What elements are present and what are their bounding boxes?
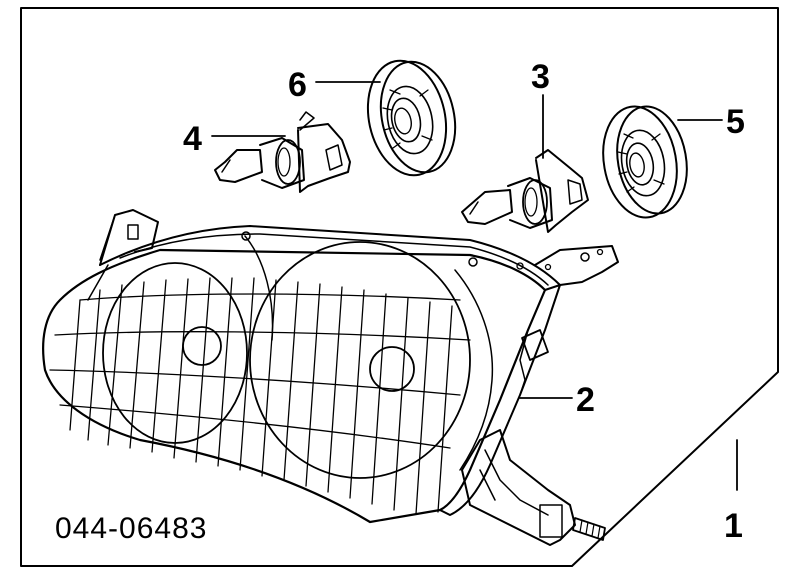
- lens-grid: [49, 277, 471, 515]
- housing-top-rim: [99, 225, 561, 286]
- low-beam-cap: [366, 59, 457, 177]
- callout-4: 4: [183, 120, 202, 158]
- bulb-socket-left: [182, 326, 222, 366]
- callout-2: 2: [576, 381, 595, 419]
- reflector-right: [249, 241, 471, 479]
- headlamp-housing: [42, 209, 619, 546]
- lens-outline: [42, 248, 547, 524]
- diagram-frame: [20, 7, 779, 567]
- reflector-left: [102, 262, 248, 444]
- lower-bracket: [461, 429, 576, 546]
- callout-5: 5: [726, 103, 745, 141]
- high-beam-bulb: [461, 149, 589, 233]
- bulb-socket-right: [369, 346, 415, 392]
- part-code: 044-06483: [55, 512, 207, 545]
- low-beam-bulb: [214, 111, 351, 193]
- callout-3: 3: [531, 58, 550, 96]
- mounting-bracket-rear: [534, 245, 619, 286]
- leader-lines: [211, 81, 738, 491]
- callout-6: 6: [288, 66, 307, 104]
- high-beam-cap: [602, 105, 688, 219]
- mounting-tab-left: [99, 209, 159, 266]
- bolt: [572, 517, 606, 541]
- callout-1: 1: [724, 507, 743, 545]
